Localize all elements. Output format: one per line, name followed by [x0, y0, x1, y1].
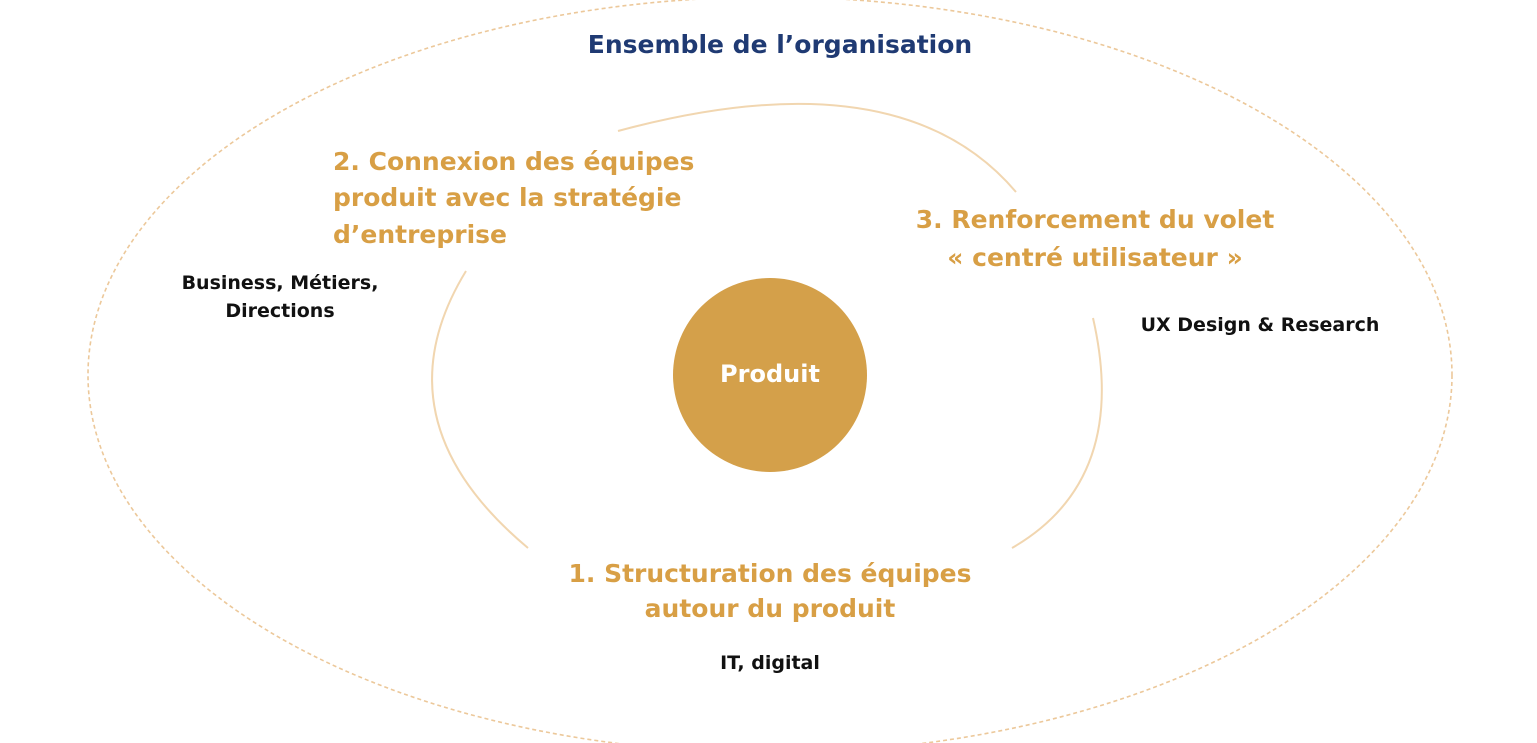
pillar-1-line-2: autour du produit	[644, 594, 896, 623]
inner-arc-right	[1011, 317, 1103, 549]
domain-business-line-1: Business, Métiers,	[181, 272, 379, 294]
pillar-2-line-1: 2. Connexion des équipes	[333, 147, 695, 176]
pillar-3-line-1: 3. Renforcement du volet	[915, 205, 1275, 234]
pillar-2-line-3: d’entreprise	[333, 219, 508, 249]
domain-business-label: Business, Métiers, Directions	[150, 270, 410, 325]
outer-organization-ellipse	[87, 0, 1453, 743]
pillar-1-line-1: 1. Structuration des équipes	[568, 559, 972, 588]
inner-arc-left	[431, 270, 529, 549]
pillar-3-label: 3. Renforcement du volet « centré utilis…	[895, 201, 1295, 276]
inner-arc-top	[617, 102, 1017, 193]
organization-label: Ensemble de l’organisation	[587, 30, 973, 59]
pillar-2-line-2: produit avec la stratégie	[333, 183, 682, 213]
product-core-label: Produit	[720, 360, 820, 388]
pillar-1-label: 1. Structuration des équipes autour du p…	[540, 556, 1000, 626]
domain-it-label: IT, digital	[720, 652, 820, 674]
pillar-3-line-2: « centré utilisateur »	[947, 242, 1243, 272]
domain-business-line-2: Directions	[225, 299, 335, 322]
pillar-2-label: 2. Connexion des équipes produit avec la…	[333, 144, 753, 253]
product-core-circle	[673, 278, 867, 472]
domain-ux-label: UX Design & Research	[1140, 314, 1380, 336]
